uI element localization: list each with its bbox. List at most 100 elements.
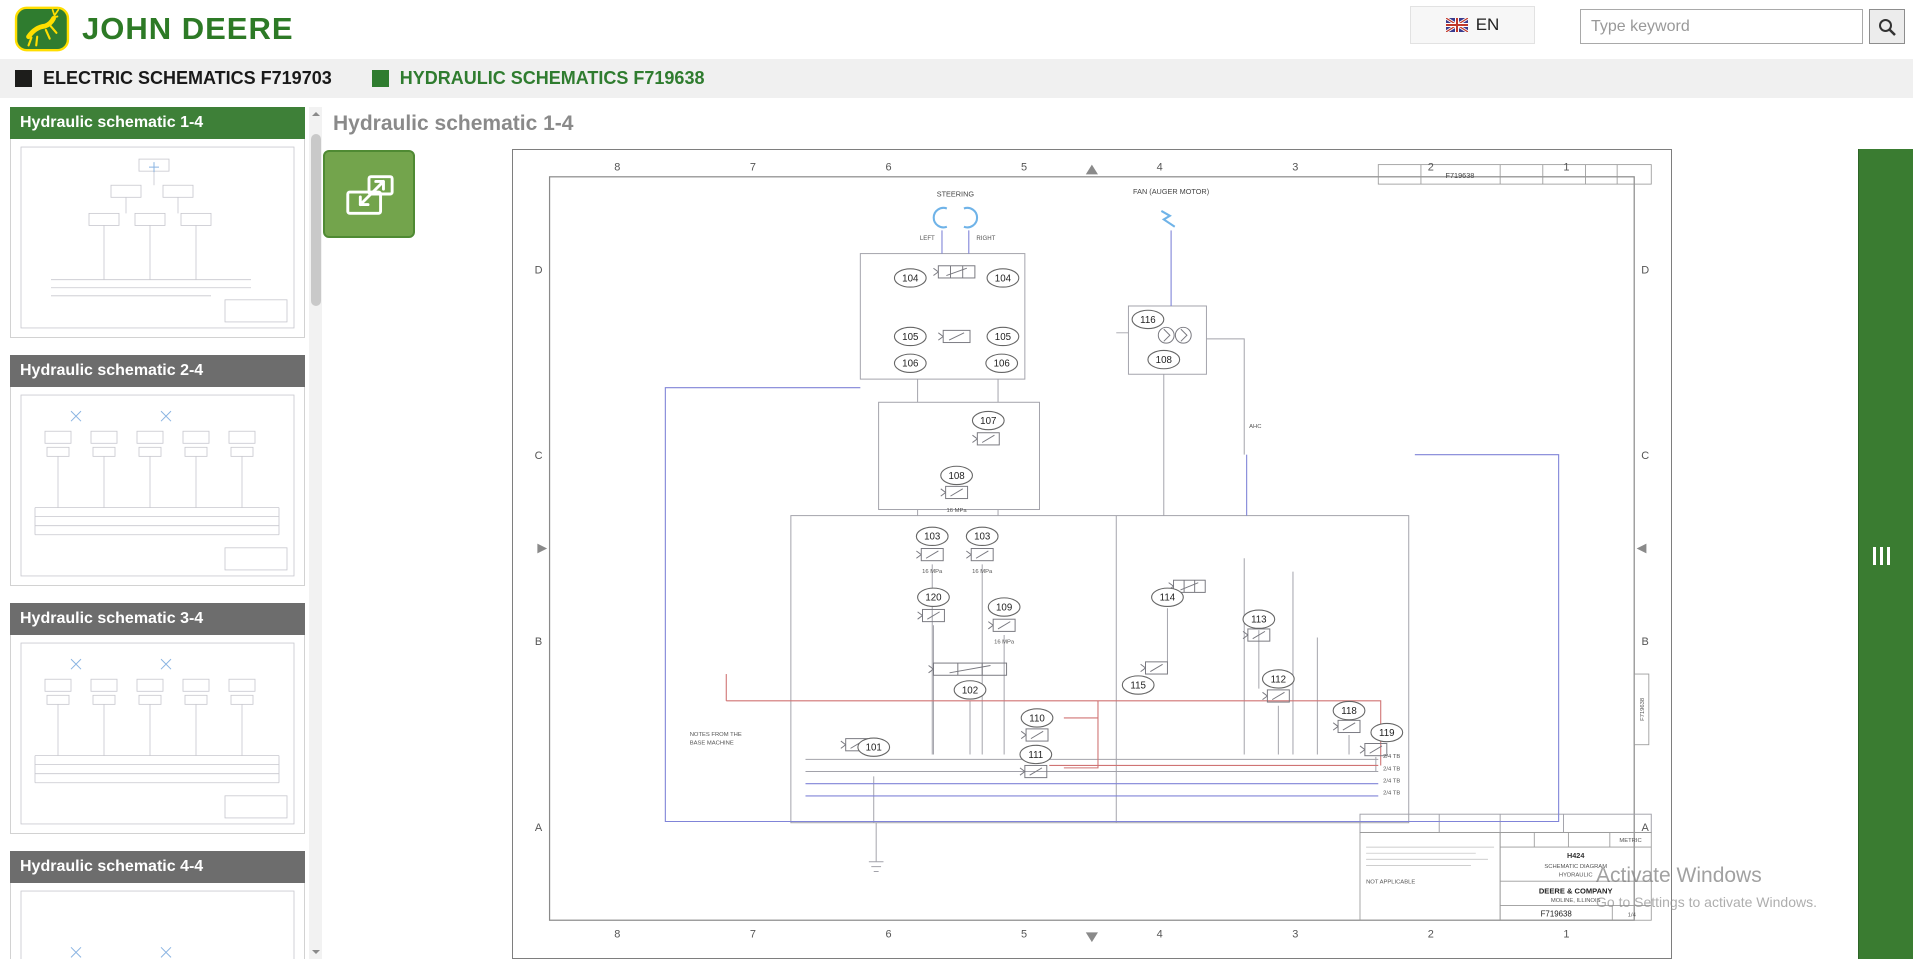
- electric-tab-swatch-icon: [15, 70, 32, 87]
- component-callout[interactable]: 120: [917, 587, 950, 607]
- frame-column-label: 6: [885, 928, 891, 940]
- svg-text:105: 105: [902, 332, 918, 343]
- valve-symbol: [916, 548, 944, 562]
- svg-text:104: 104: [995, 273, 1012, 284]
- frame-row-label: C: [535, 450, 543, 462]
- sidebar-scrollbar[interactable]: [309, 107, 322, 959]
- right-panel-toggle[interactable]: [1858, 149, 1913, 959]
- note-line2: BASE MACHINE: [690, 741, 734, 747]
- sidebar-item[interactable]: Hydraulic schematic 3-4: [10, 603, 305, 834]
- component-callout[interactable]: 107: [971, 410, 1005, 431]
- component-callout[interactable]: 112: [1261, 669, 1295, 689]
- steering-label: STEERING: [937, 189, 975, 198]
- svg-text:106: 106: [994, 359, 1010, 370]
- frame-column-label: 4: [1157, 162, 1163, 174]
- valve-symbol: [1262, 689, 1290, 703]
- sidebar-item[interactable]: Hydraulic schematic 1-4: [10, 107, 305, 338]
- tab-electric-label: ELECTRIC SCHEMATICS F719703: [43, 68, 332, 88]
- frame-column-label: 6: [885, 162, 891, 174]
- edge-doc-number: F719638: [1633, 673, 1650, 746]
- svg-text:106: 106: [902, 359, 918, 370]
- fullscreen-icon: [346, 175, 394, 215]
- company-label: DEERE & COMPANY: [1539, 886, 1613, 895]
- steering-icon: [932, 206, 979, 229]
- search-button[interactable]: [1869, 9, 1905, 44]
- component-callout[interactable]: 101: [857, 737, 891, 757]
- mini-title-strip: F719638: [1377, 164, 1652, 185]
- component-callout[interactable]: 104: [893, 268, 927, 288]
- component-callout[interactable]: 118: [1332, 700, 1366, 721]
- sidebar-item[interactable]: Hydraulic schematic 2-4: [10, 355, 305, 586]
- sidebar-item-header[interactable]: Hydraulic schematic 4-4: [10, 851, 305, 883]
- component-callout[interactable]: 105: [893, 326, 927, 347]
- scrollbar-thumb[interactable]: [310, 134, 321, 306]
- circuit-lines-gray: [790, 253, 1652, 872]
- fan-motor-icon: [1160, 210, 1176, 228]
- frame-column-label: 8: [614, 162, 620, 174]
- port-label: 2/4 TB: [1383, 766, 1400, 772]
- component-callout[interactable]: 106: [893, 353, 927, 373]
- scroll-down-arrow[interactable]: [309, 945, 322, 959]
- valve-symbol: [933, 265, 976, 279]
- frame-row-label: A: [535, 822, 543, 834]
- component-callout[interactable]: 109: [987, 597, 1021, 617]
- frame-column-label: 5: [1021, 162, 1027, 174]
- component-callout[interactable]: 102: [953, 680, 987, 700]
- sidebar-item-header[interactable]: Hydraulic schematic 3-4: [10, 603, 305, 635]
- fullscreen-button[interactable]: [323, 150, 415, 238]
- tab-bar: ELECTRIC SCHEMATICS F719703 HYDRAULIC SC…: [0, 59, 1913, 98]
- component-callout[interactable]: 116: [1131, 309, 1165, 330]
- pump-symbol: [1157, 326, 1175, 344]
- component-callout[interactable]: 103: [915, 526, 949, 547]
- valve-symbol: [928, 662, 1008, 676]
- note-line1: NOTES FROM THE: [690, 732, 742, 738]
- svg-text:104: 104: [902, 273, 919, 284]
- john-deere-logo[interactable]: JOHN DEERE: [14, 4, 294, 54]
- svg-text:109: 109: [996, 602, 1012, 613]
- frame-column-label: 5: [1021, 928, 1027, 940]
- component-callout[interactable]: 108: [940, 465, 973, 486]
- scroll-up-arrow[interactable]: [309, 107, 322, 121]
- sidebar-item[interactable]: Hydraulic schematic 4-4: [10, 851, 305, 959]
- sidebar-item-thumbnail[interactable]: [10, 635, 305, 834]
- language-selector[interactable]: EN: [1410, 6, 1535, 44]
- component-callout[interactable]: 115: [1121, 675, 1155, 695]
- frame-column-label: 3: [1292, 928, 1298, 940]
- component-callout[interactable]: 111: [1019, 744, 1053, 765]
- search-bar: [1580, 9, 1905, 44]
- component-callout[interactable]: 114: [1151, 587, 1184, 607]
- component-callout[interactable]: 106: [985, 353, 1019, 373]
- frame-row-label: D: [1641, 264, 1649, 276]
- component-callout[interactable]: 108: [1147, 349, 1181, 370]
- svg-text:118: 118: [1341, 706, 1357, 717]
- component-callout[interactable]: 110: [1020, 708, 1054, 728]
- valve-symbol: [988, 618, 1016, 632]
- search-input[interactable]: [1580, 9, 1863, 44]
- frame-column-label: 7: [750, 162, 756, 174]
- svg-text:112: 112: [1271, 674, 1287, 685]
- sidebar-item-thumbnail[interactable]: [10, 883, 305, 959]
- header: JOHN DEERE EN: [0, 0, 1913, 59]
- tab-hydraulic-schematics[interactable]: HYDRAULIC SCHEMATICS F719638: [371, 68, 704, 89]
- sidebar-item-header[interactable]: Hydraulic schematic 2-4: [10, 355, 305, 387]
- sheet-number-label: 1/4: [1628, 913, 1637, 919]
- sidebar-item-thumbnail[interactable]: [10, 387, 305, 586]
- component-callout[interactable]: 103: [965, 526, 999, 547]
- frame-column-label: 1: [1563, 928, 1569, 940]
- model-label: H424: [1567, 851, 1585, 860]
- sidebar-item-header[interactable]: Hydraulic schematic 1-4: [10, 107, 305, 139]
- sidebar-item-thumbnail[interactable]: [10, 139, 305, 338]
- pump-symbol: [1174, 326, 1192, 344]
- tab-electric-schematics[interactable]: ELECTRIC SCHEMATICS F719703: [15, 68, 332, 89]
- component-callout[interactable]: 105: [986, 326, 1020, 347]
- component-callout[interactable]: 119: [1370, 722, 1404, 743]
- frame-column-label: 8: [614, 928, 620, 940]
- frame-column-label: 2: [1428, 928, 1434, 940]
- schematic-diagram: F719638: [535, 162, 1652, 943]
- component-callout[interactable]: 104: [986, 268, 1020, 288]
- svg-text:103: 103: [924, 532, 940, 543]
- component-callout[interactable]: 113: [1242, 609, 1276, 629]
- frame-column-label: 1: [1563, 162, 1569, 174]
- svg-text:119: 119: [1379, 728, 1395, 739]
